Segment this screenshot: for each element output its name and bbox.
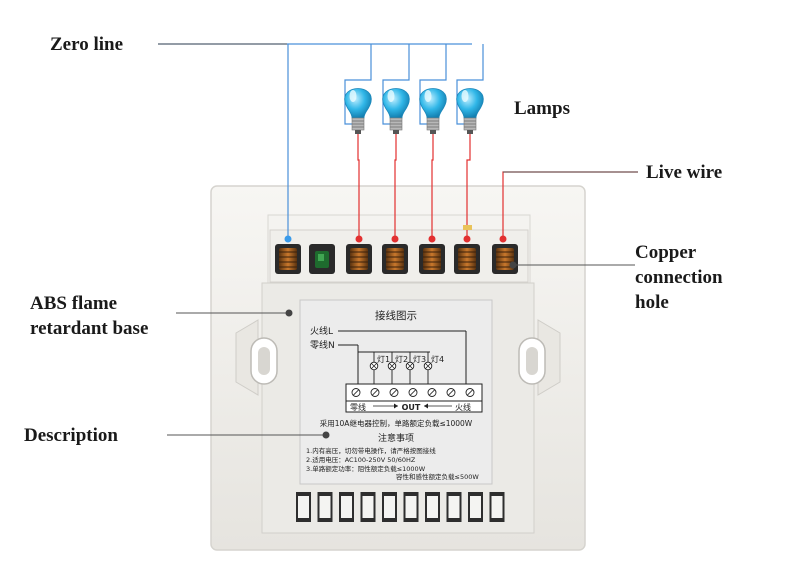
screw-terminal-icon [454,244,480,274]
callout-copper-2: connection [635,267,723,288]
terminal-mark [463,225,472,230]
sheet-bottom-live: 火线 [455,402,471,412]
mounting-ear-left [235,319,278,396]
zero-terminal-dot [284,235,292,243]
sheet-terminal-symbol [446,388,456,397]
bottom-tooth [296,492,311,522]
lamps [344,88,484,134]
bottom-tooth [339,492,354,522]
callout-lamps: Lamps [514,98,570,119]
sheet-zero-line-label: 零线N [310,339,335,351]
callout-zero-line: Zero line [50,34,123,55]
bottom-tooth [468,492,483,522]
sheet-lamp-label-4: 灯4 [431,354,444,364]
bottom-tooth [403,492,419,522]
lamp-icon [382,88,410,134]
sheet-live-line-label: 火线L [310,325,333,337]
zero-lamp-wire [419,44,447,125]
screw-terminal-icon [346,244,372,274]
callout-abs-2: retardant base [30,318,148,339]
bottom-tooth [382,492,397,522]
sheet-terminal-symbol [351,388,361,397]
label-sheet: 接线图示 火线L 零线N 灯1 灯2 灯3 灯4 零线 OUT 火线 采用10A… [299,299,493,485]
callout-copper-3: hole [635,292,669,313]
live-terminal-dot [355,235,363,243]
bottom-tooth [360,492,376,522]
live-terminal-dot [428,235,436,243]
sheet-lamp-label-2: 灯2 [395,354,408,364]
screw-terminal-icon [419,244,445,274]
lamp-icon [344,88,372,134]
bottom-tooth [317,492,333,522]
screw-terminal-icon [382,244,408,274]
mounting-ear-right [518,319,561,396]
lamp-icon [419,88,447,134]
copper-callout-dot [509,261,517,269]
sheet-note-3: 3.单路额定功率：阻性额定负载≤1000W [306,464,426,473]
sheet-note-2: 2.适用电压：AC100-250V 50/60HZ [306,455,416,464]
zero-lamp-wire [382,44,410,125]
lamp-icon [456,88,484,134]
sheet-lamp-symbol [405,352,415,384]
live-input-dot [499,235,507,243]
zero-lamp-wire [344,44,372,125]
bottom-tooth [489,492,505,522]
sheet-bottom-zero: 零线 [350,402,366,412]
sheet-notes-title: 注意事项 [378,432,414,444]
live-terminal-dot [391,235,399,243]
live-lamp-wire [394,134,397,238]
sheet-terminal-symbol [465,388,475,397]
sheet-lamp-symbol [369,352,379,384]
sheet-relay-note: 采用10A继电器控制，单路额定负载≤1000W [320,418,473,428]
sheet-terminal-symbol [408,388,418,397]
live-lamp-wire [357,134,360,238]
wires [158,43,638,243]
callout-description: Description [24,425,118,446]
zero-lamp-wire [456,44,484,125]
sheet-lamp-label-3: 灯3 [413,354,426,364]
callout-lines [158,43,638,436]
sheet-bottom-out: OUT [402,403,421,412]
sheet-title: 接线图示 [375,309,417,322]
sheet-lamp-label-1: 灯1 [377,354,390,364]
sheet-note-1: 1.内有高压，切勿带电操作，请严格按图接线 [306,446,436,455]
sheet-lamp-symbol [423,352,433,384]
bottom-tooth [425,492,440,522]
sheet-note-4: 容性和感性额定负载≤500W [396,472,479,481]
sheet-lamp-symbol [387,352,397,384]
sheet-terminal-symbol [370,388,380,397]
live-terminal-dot [463,235,471,243]
callout-copper-1: Copper [635,242,697,263]
screw-terminal-icon [492,244,518,274]
callout-live-wire: Live wire [646,162,722,183]
live-lamp-wire [466,134,471,238]
terminal-block [269,229,529,283]
bottom-tooth [446,492,462,522]
sheet-terminal-symbol [427,388,437,397]
abs-callout-dot [285,309,293,317]
live-lamp-wire [431,134,434,238]
screw-terminal-icon [275,244,301,274]
indicator-led-icon [309,244,335,274]
callout-abs-1: ABS flame [30,293,117,314]
bottom-teeth [296,492,505,522]
description-callout-dot [322,431,330,439]
sheet-terminal-symbol [389,388,399,397]
